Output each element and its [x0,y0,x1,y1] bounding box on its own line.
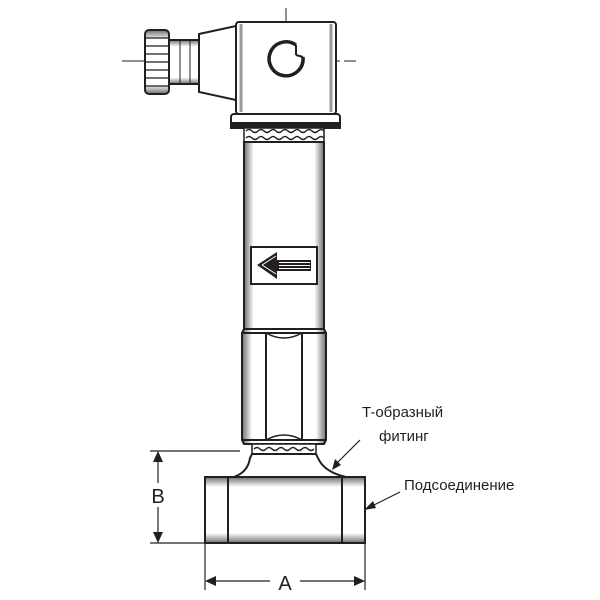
dimension-b-bg [145,483,171,507]
threaded-neck [243,127,325,143]
hex-nut [241,328,327,445]
dimension-b-label: B [151,486,164,508]
plug-flange [230,113,341,129]
tee-fitting-label-line2: фитинг [379,428,429,445]
bottom-thread [251,443,317,455]
connection-label: Подсоединение [404,477,514,494]
left-arrow-icon [257,252,311,279]
leader-tee-fitting [332,439,361,470]
screw-icon [267,40,305,78]
connector-nut [144,29,170,95]
dimension-a-label: A [278,573,292,595]
plug-housing [198,21,337,115]
sensor-body [243,141,325,330]
connector-neck [168,39,200,85]
tee-fitting-label-line1: T-образный [362,404,443,421]
flow-direction-label [250,246,318,285]
dimension-a-bg [270,569,300,593]
leader-connection [364,491,401,510]
tee-fitting [204,453,366,544]
